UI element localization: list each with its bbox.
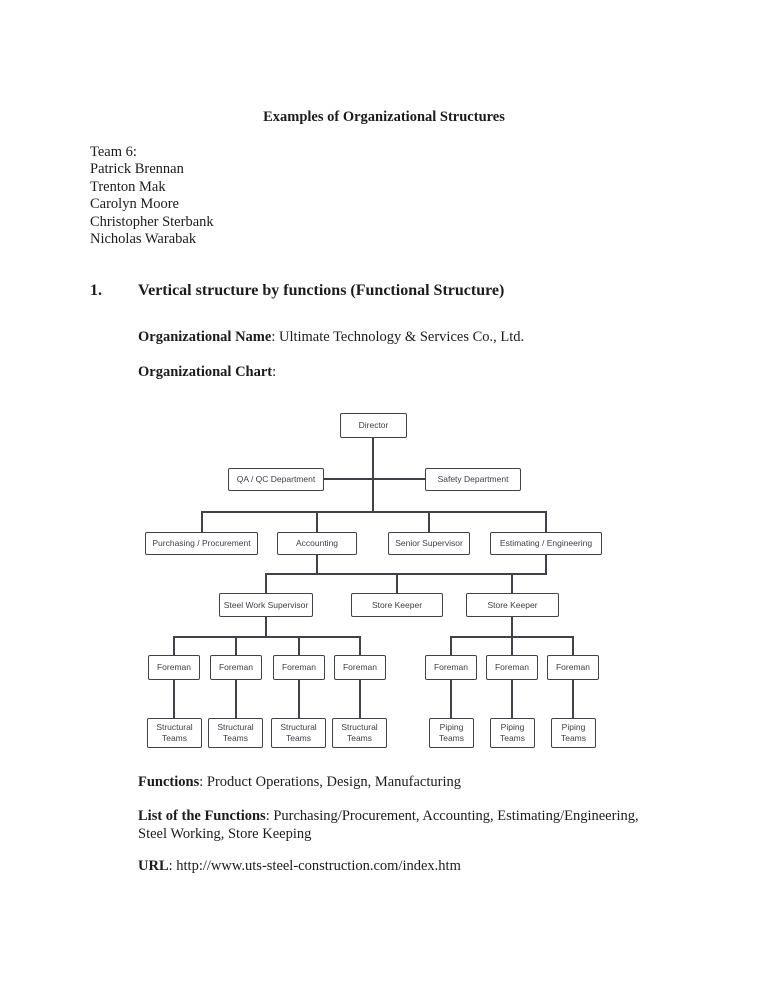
connector-stub-foreman-2	[235, 636, 237, 655]
org-node-foreman-5: Foreman	[425, 655, 477, 680]
org-node-steel-work-supervisor: Steel Work Supervisor	[219, 593, 313, 617]
list-of-functions-value: : Purchasing/Procurement, Accounting, Es…	[138, 808, 639, 843]
connector-stub-accounting	[316, 511, 318, 532]
connector-qa-safety	[324, 478, 425, 480]
connector-foreman4-teams	[359, 680, 361, 718]
list-of-functions-line: List of the Functions: Purchasing/Procur…	[138, 807, 664, 844]
connector-stub-foreman-7	[572, 636, 574, 655]
connector-departments-horizontal	[201, 511, 547, 513]
section-heading-text: Vertical structure by functions (Functio…	[138, 282, 505, 299]
connector-stub-foreman-6	[511, 636, 513, 655]
org-node-foreman-6: Foreman	[486, 655, 538, 680]
org-node-purchasing-procurement: Purchasing / Procurement	[145, 532, 258, 555]
section-heading: 1. Vertical structure by functions (Funct…	[90, 282, 504, 300]
org-node-senior-supervisor: Senior Supervisor	[388, 532, 470, 555]
connector-stub-store-keeper-1	[396, 573, 398, 593]
url-label: URL	[138, 858, 169, 874]
connector-stub-foreman-4	[359, 636, 361, 655]
org-chart-line: Organizational Chart:	[138, 363, 276, 381]
connector-foremen-left-horizontal	[173, 636, 361, 638]
list-of-functions-label: List of the Functions	[138, 808, 266, 824]
team-member: Trenton Mak	[90, 178, 166, 195]
org-node-foreman-7: Foreman	[547, 655, 599, 680]
section-number: 1.	[90, 282, 102, 299]
org-name-label: Organizational Name	[138, 329, 272, 345]
org-node-qa-qc-department: QA / QC Department	[228, 468, 324, 491]
team-member: Christopher Sterbank	[90, 213, 214, 230]
page-title: Examples of Organizational Structures	[263, 109, 505, 125]
connector-foreman6-teams	[511, 680, 513, 718]
url-line: URL: http://www.uts-steel-construction.c…	[138, 857, 461, 875]
org-chart-colon: :	[272, 364, 277, 380]
connector-foreman5-teams	[450, 680, 452, 718]
connector-stub-purchasing	[201, 511, 203, 532]
connector-supervisors-horizontal	[265, 573, 547, 575]
org-node-director: Director	[340, 413, 407, 438]
org-node-accounting: Accounting	[277, 532, 357, 555]
connector-foreman1-teams	[173, 680, 175, 718]
connector-stub-foreman-1	[173, 636, 175, 655]
connector-steel-work-down	[265, 617, 267, 638]
org-node-structural-teams-1: Structural Teams	[147, 718, 202, 748]
connector-store-keeper-2-down	[511, 617, 513, 638]
org-node-safety-department: Safety Department	[425, 468, 521, 491]
org-node-structural-teams-3: Structural Teams	[271, 718, 326, 748]
connector-director-down	[372, 438, 374, 512]
org-node-foreman-4: Foreman	[334, 655, 386, 680]
team-member: Patrick Brennan	[90, 161, 184, 178]
functions-line: Functions: Product Operations, Design, M…	[138, 773, 461, 791]
connector-foreman3-teams	[298, 680, 300, 718]
org-node-piping-teams-1: Piping Teams	[429, 718, 474, 748]
org-node-foreman-1: Foreman	[148, 655, 200, 680]
org-chart: Director QA / QC Department Safety Depar…	[140, 405, 620, 755]
org-node-store-keeper-2: Store Keeper	[466, 593, 559, 617]
url-value: : http://www.uts-steel-construction.com/…	[168, 858, 461, 874]
org-node-piping-teams-3: Piping Teams	[551, 718, 596, 748]
team-list: Team 6: Patrick Brennan Trenton Mak Caro…	[90, 144, 214, 248]
connector-foreman2-teams	[235, 680, 237, 718]
connector-estimating-down	[545, 555, 547, 574]
org-node-store-keeper-1: Store Keeper	[351, 593, 443, 617]
team-member: Carolyn Moore	[90, 196, 179, 213]
connector-stub-store-keeper-2	[511, 573, 513, 593]
connector-stub-foreman-3	[298, 636, 300, 655]
org-name-value: : Ultimate Technology & Services Co., Lt…	[271, 329, 525, 345]
org-node-piping-teams-2: Piping Teams	[490, 718, 535, 748]
org-node-structural-teams-4: Structural Teams	[332, 718, 387, 748]
org-chart-label: Organizational Chart	[138, 364, 273, 380]
org-node-estimating-engineering: Estimating / Engineering	[490, 532, 602, 555]
org-node-foreman-2: Foreman	[210, 655, 262, 680]
connector-stub-senior-supervisor	[428, 511, 430, 532]
connector-stub-foreman-5	[450, 636, 452, 655]
org-name-line: Organizational Name: Ultimate Technology…	[138, 328, 524, 346]
functions-value: : Product Operations, Design, Manufactur…	[199, 774, 462, 790]
connector-stub-steel-work	[265, 573, 267, 593]
connector-accounting-down	[316, 555, 318, 574]
functions-label: Functions	[138, 774, 200, 790]
org-node-foreman-3: Foreman	[273, 655, 325, 680]
connector-stub-estimating	[545, 511, 547, 532]
team-member: Nicholas Warabak	[90, 231, 197, 248]
org-node-structural-teams-2: Structural Teams	[208, 718, 263, 748]
team-label: Team 6:	[90, 144, 137, 160]
connector-foreman7-teams	[572, 680, 574, 718]
